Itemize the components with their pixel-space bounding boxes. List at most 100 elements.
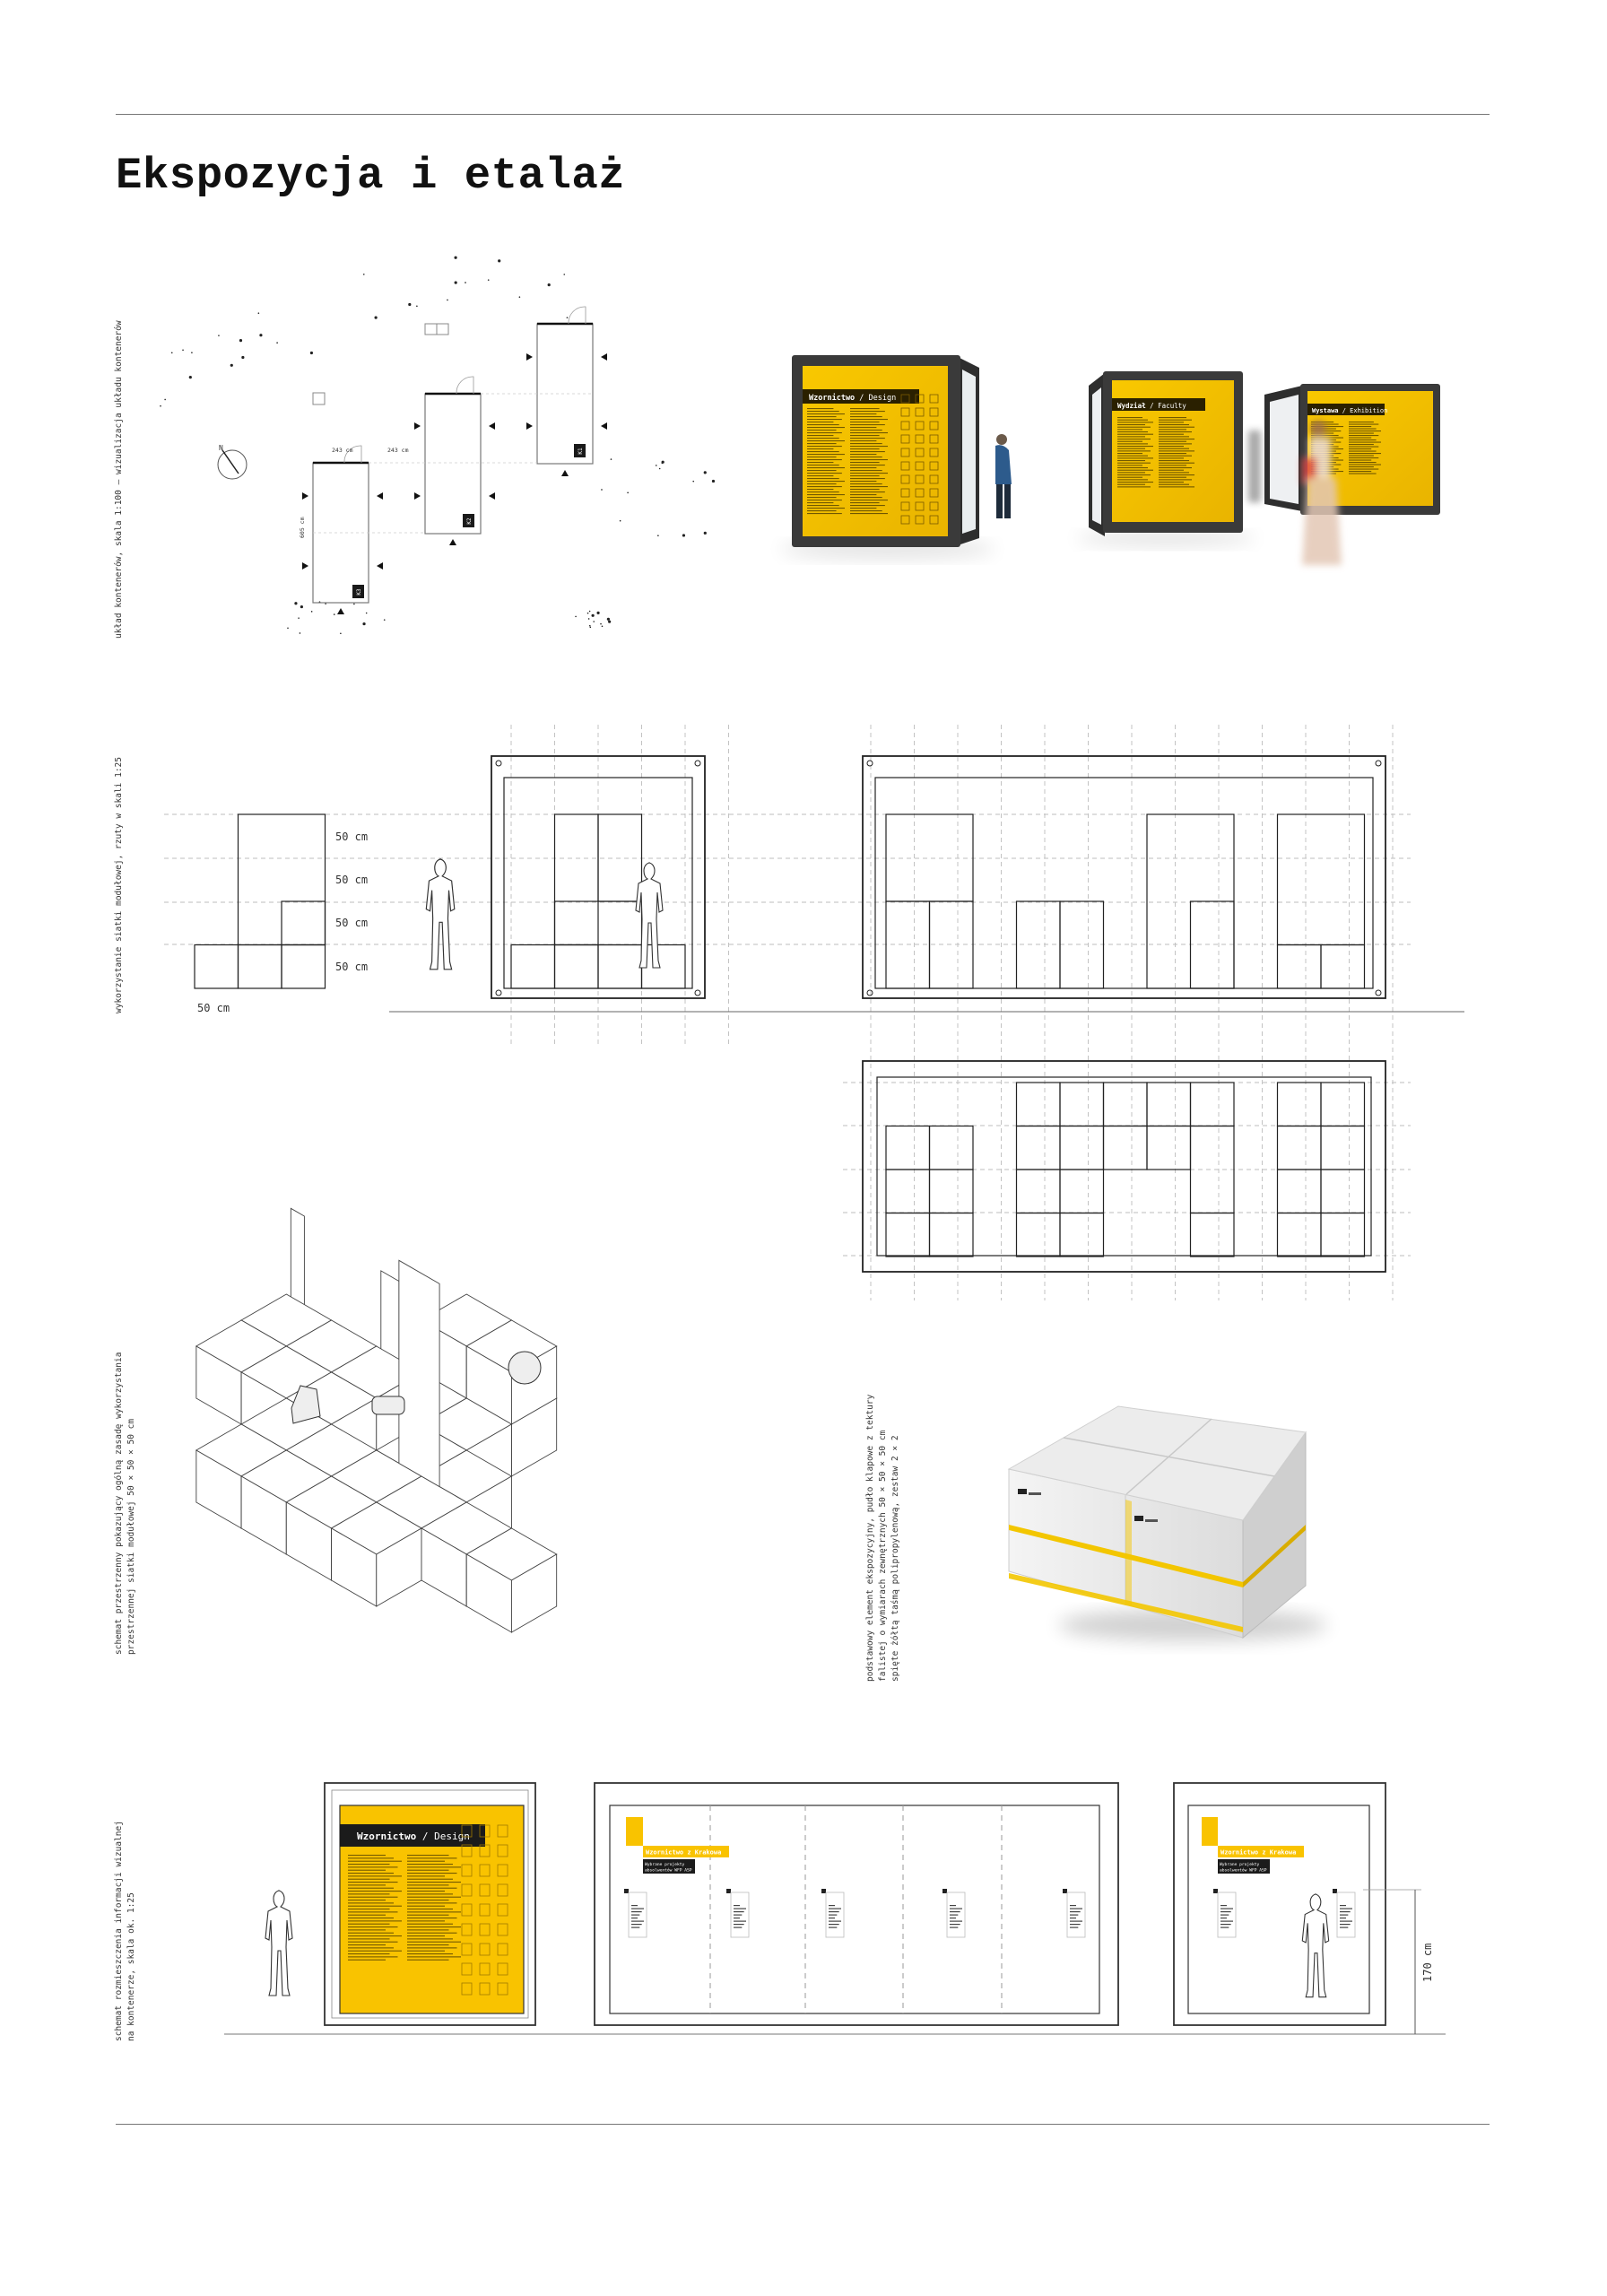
tree-dot: [362, 274, 365, 275]
text-line: [1159, 446, 1184, 448]
text-line: [850, 483, 882, 485]
entry-arrow-icon: [601, 422, 607, 430]
text-line: [829, 1914, 838, 1916]
design-object-icon: [900, 501, 910, 511]
tree-dot: [600, 622, 602, 625]
render-container-design: Wzornictwo / Design: [792, 355, 979, 547]
text-line: [407, 1882, 461, 1883]
text-line: [407, 1878, 453, 1880]
text-line: [1159, 482, 1184, 483]
text-line: [407, 1947, 457, 1949]
text-line: [1220, 1924, 1231, 1926]
text-line: [1159, 453, 1186, 455]
text-line: [850, 446, 888, 448]
text-line: [407, 1926, 461, 1928]
text-line: [407, 1893, 453, 1895]
text-line: [1220, 1905, 1227, 1907]
design-object-icon: [479, 1903, 491, 1917]
tree-dot: [170, 352, 173, 354]
text-line: [1349, 446, 1379, 448]
text-line: [348, 1953, 390, 1955]
design-object-icon: [479, 1883, 491, 1897]
text-line: [850, 419, 888, 421]
render-container-faculty: Wydział / Faculty: [1089, 371, 1243, 536]
series-subtitle: Wybrane projekty: [1220, 1862, 1259, 1867]
tree-dot: [547, 283, 551, 287]
text-line: [807, 478, 839, 480]
bottom-rule: [116, 2124, 1490, 2125]
text-line: [348, 1893, 390, 1895]
text-line: [407, 1923, 453, 1925]
corner-casting: [495, 760, 502, 767]
text-line: [807, 454, 845, 456]
text-line: [348, 1956, 398, 1958]
text-line: [1340, 1926, 1349, 1928]
container-plan: [862, 1060, 1386, 1273]
text-line: [1159, 460, 1189, 462]
text-line: [734, 1914, 743, 1916]
text-line: [850, 440, 877, 442]
text-line: [807, 475, 834, 477]
text-line: [850, 478, 885, 480]
design-object-icon: [915, 407, 925, 417]
text-line: [1117, 433, 1153, 435]
design-object-icon: [479, 1864, 491, 1877]
tree-dot: [711, 479, 716, 483]
tree-dot: [586, 612, 589, 614]
text-line: [850, 510, 882, 512]
text-line: [850, 473, 888, 474]
text-line: [1159, 443, 1192, 445]
text-line: [348, 1875, 402, 1877]
grid-labels: 50 cm 50 cm 50 cm 50 cm 50 cm: [197, 831, 368, 1014]
text-line: [1349, 432, 1374, 434]
text-line: [1117, 479, 1148, 481]
text-line: [348, 1857, 394, 1859]
cardboard-box-element: [1007, 1405, 1327, 1641]
text-line: [807, 481, 845, 483]
text-line: [1159, 455, 1192, 457]
text-line: [850, 467, 877, 469]
text-line: [348, 1932, 394, 1934]
text-line: [1117, 431, 1148, 433]
design-object-icon: [929, 448, 939, 457]
text-line: [1070, 1905, 1076, 1907]
corner-casting: [495, 989, 502, 996]
text-line: [407, 1864, 453, 1866]
module-box: [928, 900, 974, 989]
text-line: [1311, 426, 1343, 428]
text-line: [829, 1920, 841, 1922]
module-box: [1320, 1169, 1366, 1214]
tree-dot: [309, 351, 314, 355]
text-line: [348, 1926, 398, 1928]
tree-dot: [454, 256, 457, 259]
tree-dot: [294, 602, 298, 605]
card-number-tag: [1063, 1889, 1067, 1893]
tree-dot: [408, 302, 412, 307]
design-object-icon: [900, 394, 910, 404]
module-box: [1189, 1125, 1235, 1214]
tree-dot: [257, 312, 260, 314]
text-line: [1159, 431, 1192, 433]
tree-dot: [188, 376, 192, 379]
text-line: [1349, 455, 1374, 457]
tree-dot: [465, 282, 466, 283]
text-line: [850, 443, 882, 445]
text-line: [807, 508, 845, 509]
module-box: [1059, 1082, 1105, 1127]
design-object-icon: [900, 488, 910, 498]
design-object-icon: [497, 1824, 508, 1838]
text-line: [807, 473, 842, 474]
tree-dot: [627, 491, 629, 494]
text-line: [850, 486, 888, 488]
text-line: [407, 1869, 449, 1871]
person-silhouette: [635, 862, 664, 969]
text-line: [1117, 462, 1151, 464]
text-line: [807, 489, 834, 491]
design-object-icon: [461, 1923, 473, 1936]
text-line: [1349, 441, 1381, 443]
text-line: [1159, 476, 1186, 478]
text-line: [1349, 444, 1374, 446]
tree-dot: [661, 462, 664, 465]
text-line: [807, 467, 845, 469]
